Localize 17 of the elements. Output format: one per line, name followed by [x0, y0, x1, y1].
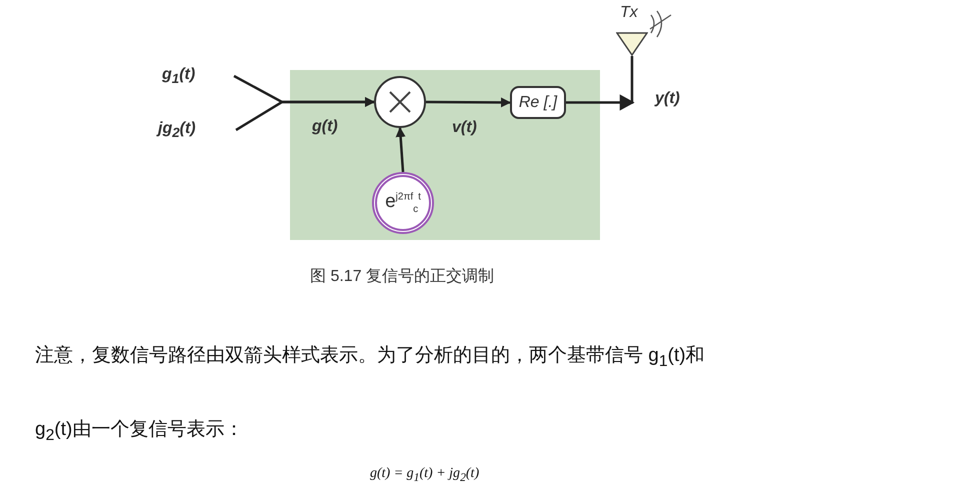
antenna-icon	[616, 32, 648, 56]
edge-label: v(t)	[450, 118, 479, 136]
panel	[290, 70, 600, 240]
signal-label: g$_{1}$(t)	[162, 64, 234, 88]
arrow	[396, 127, 406, 172]
multiplier-circle	[374, 76, 426, 128]
signal-label: y(t)	[655, 90, 680, 108]
antenna-label: Tx	[620, 4, 638, 22]
arrow	[235, 97, 375, 132]
edge-label: g(t)	[310, 118, 340, 136]
process-box: Re [.]	[510, 86, 566, 119]
equation: g(t) = g$_{1}$(t) + jg$_{2}$(t)	[370, 466, 480, 484]
figure-caption: 图 5.17 复信号的正交调制	[310, 266, 494, 287]
arrow	[426, 97, 511, 108]
signal-label: jg$_{2}$(t)	[158, 118, 236, 142]
arrow	[566, 56, 635, 111]
paragraph: 注意，复数信号路径由双箭头样式表示。为了分析的目的，两个基带信号 g$_{1}$(t)和g$_{2}$(t)由一个复信号表示：	[35, 344, 706, 446]
